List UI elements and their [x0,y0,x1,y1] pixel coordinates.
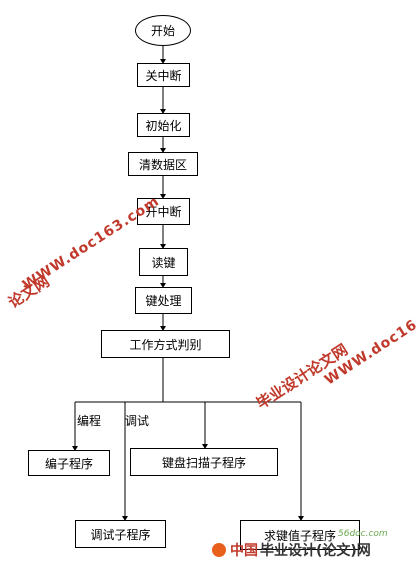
enable-interrupt-box: 开中断 [137,198,190,225]
keyboard-scan-subroutine-box: 键盘扫描子程序 [130,448,278,476]
debug-subroutine-box: 调试子程序 [75,520,166,548]
clear-data-area-box: 清数据区 [128,152,198,176]
enable-interrupt-label: 开中断 [145,205,182,219]
key-processing-label: 键处理 [145,294,182,308]
key-processing-box: 键处理 [135,287,192,314]
logo-icon [212,543,226,557]
debug-branch-label: 调试 [125,414,150,428]
mode-judge-box: 工作方式判别 [101,330,230,358]
mode-judge-label: 工作方式判别 [129,337,202,352]
footer-logo: 中国 毕业设计(论文)网 [212,540,371,560]
edit-branch-label: 编程 [77,414,102,428]
footer-domain: 56doc.com [338,529,388,539]
read-key-box: 读键 [139,248,188,276]
key-value-subroutine-box: 求键值子程序 [240,520,360,550]
disable-interrupt-box: 关中断 [137,63,190,87]
footer-logo-text: 毕业设计(论文)网 [260,543,371,559]
debug-subroutine-label: 调试子程序 [90,527,151,542]
clear-data-area-label: 清数据区 [138,157,187,172]
edit-subroutine-label: 编子程序 [44,456,93,471]
flowchart-canvas: 开始 关中断 初始化 清数据区 开中断 读键 键处理 工作方式判别 编程 调试 … [5,15,420,560]
connector-lines [72,45,304,521]
start-terminal: 开始 [135,15,191,46]
start-label: 开始 [150,24,175,38]
read-key-label: 读键 [151,255,176,270]
keyboard-scan-subroutine-label: 键盘扫描子程序 [161,455,246,470]
key-value-subroutine-label: 求键值子程序 [263,528,336,543]
edit-subroutine-box: 编子程序 [28,450,110,476]
initialize-label: 初始化 [145,118,182,133]
footer-logo-cn: 中国 [230,543,258,559]
initialize-box: 初始化 [137,113,190,137]
disable-interrupt-label: 关中断 [145,68,182,83]
